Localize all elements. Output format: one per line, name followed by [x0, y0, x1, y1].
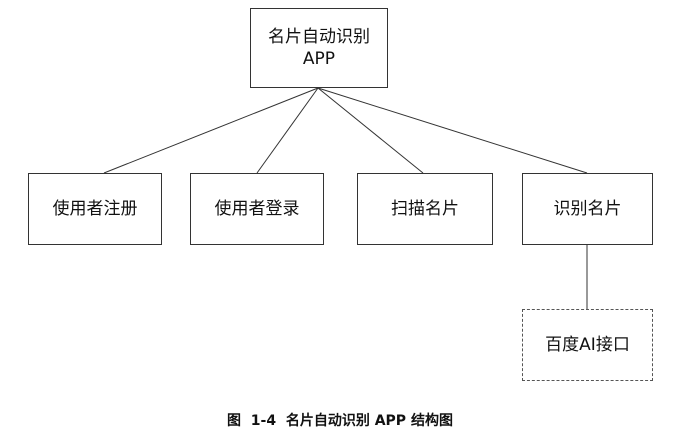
node-login-label: 使用者登录 [214, 199, 300, 219]
node-register: 使用者注册 [28, 173, 162, 245]
figure-caption: 图 1-4 名片自动识别 APP 结构图 [227, 413, 453, 429]
connector-root-to-register [103, 87, 319, 174]
connector-root-to-recognize [317, 87, 588, 174]
node-recognize: 识别名片 [522, 173, 653, 245]
node-register-label: 使用者注册 [52, 199, 138, 219]
node-scan-label: 扫描名片 [391, 199, 459, 219]
connector-root-to-login [256, 87, 319, 174]
node-baidu-ai-api-label: 百度AI接口 [545, 335, 630, 355]
connector-root-to-scan [317, 87, 424, 174]
node-recognize-label: 识别名片 [553, 199, 622, 219]
node-scan: 扫描名片 [357, 173, 493, 245]
node-root-line2: APP [302, 49, 336, 69]
node-root-line1: 名片自动识别 [268, 27, 370, 47]
node-login: 使用者登录 [190, 173, 324, 245]
node-baidu-ai-api: 百度AI接口 [522, 309, 653, 381]
node-root: 名片自动识别 APP [250, 8, 388, 88]
